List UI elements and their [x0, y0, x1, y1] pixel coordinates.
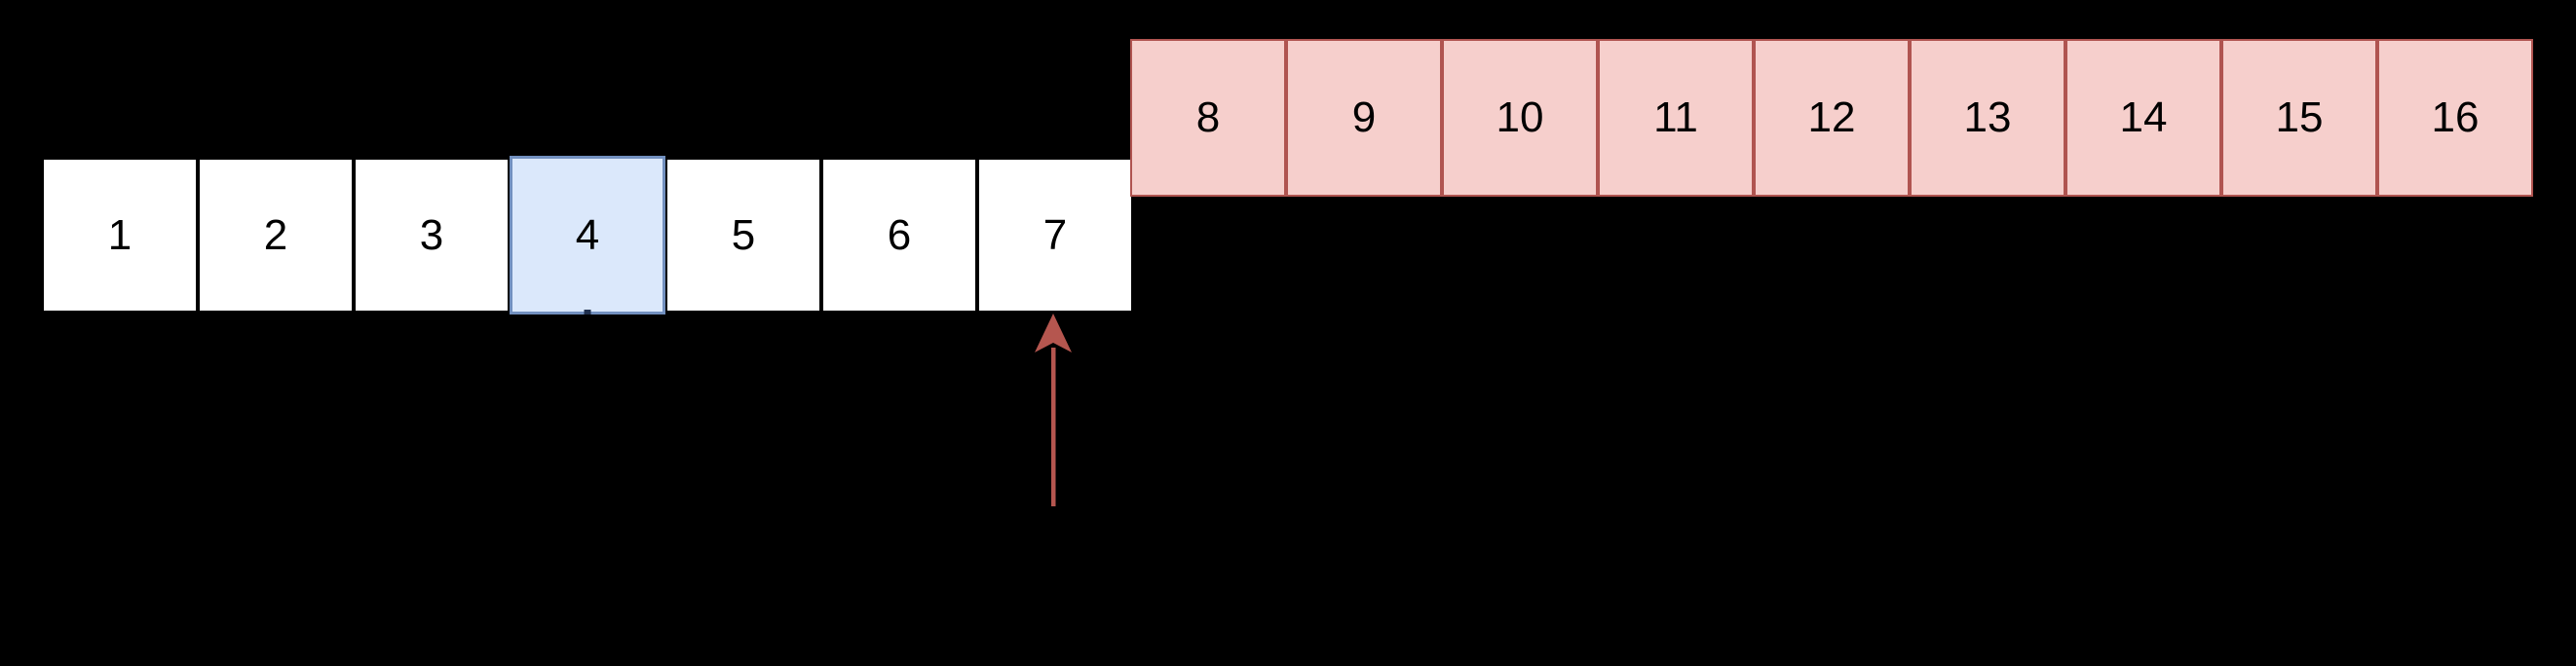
array-cell-15[interactable]: 15: [2221, 39, 2377, 197]
array-cell-8[interactable]: 8: [1130, 39, 1286, 197]
array-cell-3[interactable]: 3: [354, 158, 510, 313]
array-cell-12[interactable]: 12: [1754, 39, 1910, 197]
array-cell-4[interactable]: 4: [510, 156, 665, 314]
array-cell-9[interactable]: 9: [1286, 39, 1442, 197]
array-cell-16[interactable]: 16: [2377, 39, 2533, 197]
array-cell-6[interactable]: 6: [821, 158, 977, 313]
array-cell-5[interactable]: 5: [665, 158, 821, 313]
array-cell-7[interactable]: 7: [977, 158, 1133, 313]
up-arrow-icon[interactable]: [1032, 313, 1075, 508]
arrow-stem: [1051, 348, 1056, 506]
array-cell-13[interactable]: 13: [1910, 39, 2065, 197]
arrow-head: [1035, 314, 1072, 352]
array-cell-11[interactable]: 11: [1598, 39, 1754, 197]
array-cell-10[interactable]: 10: [1442, 39, 1598, 197]
array-cell-1[interactable]: 1: [42, 158, 198, 313]
array-cell-14[interactable]: 14: [2065, 39, 2221, 197]
array-cell-2[interactable]: 2: [198, 158, 354, 313]
